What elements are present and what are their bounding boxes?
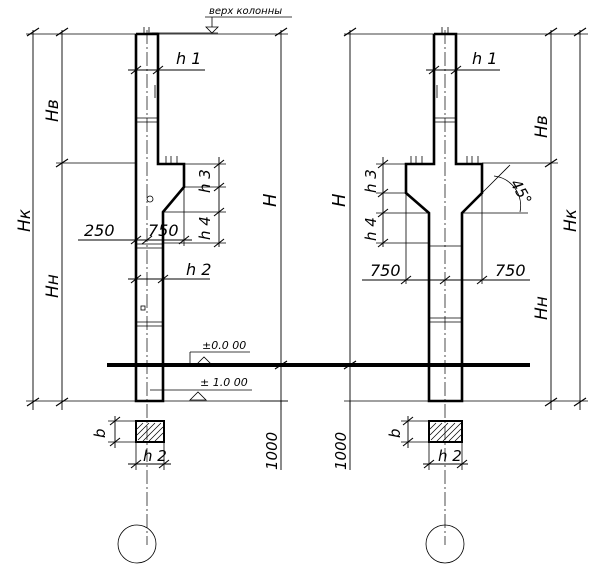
left-b: b [91,428,109,438]
level-minus-one: ± 1.0 00 [150,376,252,401]
right-column: h 1 h 3 h 4 750 750 45° H Hв Hк Hн [329,27,588,564]
right-dim-750-left: 750 [370,261,401,280]
right-h3: h 3 [362,169,380,193]
right-H: H [329,193,350,207]
left-Hb: Hв [43,99,63,122]
left-dim-1000: 1000 [263,432,281,470]
left-h2: h 2 [186,260,211,279]
left-Hn: Hн [43,274,63,298]
top-note: верх колонны [150,6,292,34]
right-b: b [386,428,404,438]
right-h1: h 1 [472,49,497,68]
left-axis-marker [117,524,157,564]
level-zero-text: ±0.0 00 [202,339,246,352]
left-column-outline [134,32,186,403]
right-axis-marker [425,524,465,564]
right-section: b h 2 1000 [332,401,468,470]
left-section: b h 2 1000 [91,401,282,470]
right-h2-section: h 2 [438,447,462,465]
right-Hb: Hв [532,115,552,138]
left-dim-750: 750 [148,221,179,240]
level-minus-one-text: ± 1.0 00 [200,376,248,389]
right-dim-1000: 1000 [332,432,350,470]
left-H: H [260,193,281,207]
left-h3: h 3 [196,169,214,193]
top-note-text: верх колонны [209,6,282,17]
left-Hk: Hк [15,208,35,232]
right-Hk: Hк [561,208,581,232]
right-column-outline [404,32,484,403]
right-h4: h 4 [362,217,380,241]
level-zero: ±0.0 00 [189,339,250,366]
right-angle: 45° [507,176,536,208]
right-Hn: Hн [532,296,552,320]
left-dim-250: 250 [84,221,115,240]
left-h2-section: h 2 [143,447,167,465]
left-column: h 1 h 2 h 3 h 4 250 750 Hк Hв Hн H [15,27,288,564]
right-dim-750-right: 750 [495,261,526,280]
left-h4: h 4 [196,216,214,240]
left-h1: h 1 [176,49,201,68]
